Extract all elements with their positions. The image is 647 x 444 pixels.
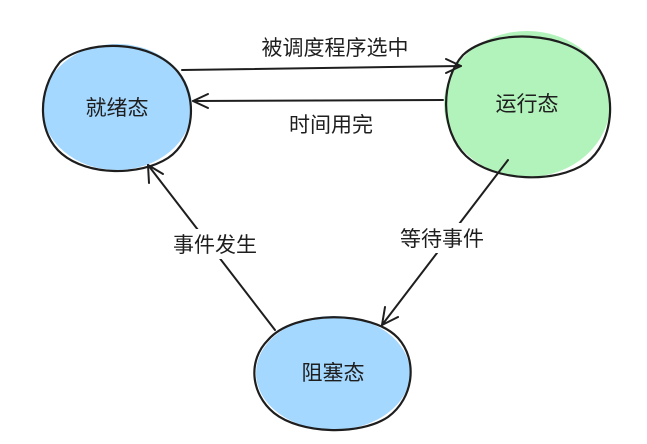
edge-scheduled: 被调度程序选中 — [181, 36, 462, 74]
edge-wait-event: 等待事件 — [381, 159, 509, 326]
edge-wait-event-arrowhead — [381, 306, 399, 326]
node-ready-label: 就绪态 — [86, 96, 149, 120]
node-running-shape — [444, 31, 610, 177]
edge-timeout: 时间用完 — [192, 93, 444, 137]
node-running-label: 运行态 — [496, 92, 559, 116]
node-ready-shape — [42, 44, 192, 170]
edge-wait-event-label-bg — [385, 223, 499, 253]
node-ready: 就绪态 — [41, 44, 193, 173]
edge-wait-event-label: 等待事件 — [400, 227, 484, 251]
node-blocked-shape — [256, 316, 410, 430]
node-blocked-label: 阻塞态 — [302, 361, 365, 385]
edge-timeout-label: 时间用完 — [289, 113, 373, 137]
node-blocked: 阻塞态 — [253, 316, 412, 432]
edge-timeout-line — [192, 99, 444, 102]
edge-event-occurs-arrowhead — [147, 164, 164, 184]
edge-event-occurs: 事件发生 — [147, 164, 276, 331]
node-running: 运行态 — [444, 31, 612, 179]
edge-scheduled-label: 被调度程序选中 — [262, 36, 409, 60]
node-ready-outline — [41, 44, 193, 173]
edge-event-occurs-label: 事件发生 — [173, 233, 257, 257]
edge-event-occurs-label-bg — [158, 229, 274, 259]
node-running-outline — [445, 35, 612, 179]
edge-scheduled-arrowhead — [445, 58, 462, 74]
node-blocked-outline — [253, 316, 412, 432]
edge-scheduled-line — [181, 65, 462, 71]
edge-timeout-arrowhead — [192, 93, 209, 109]
